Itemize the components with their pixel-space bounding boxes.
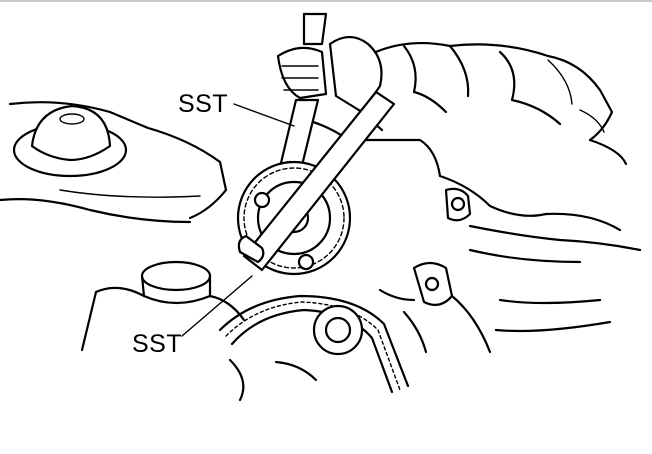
strut-mount bbox=[0, 101, 228, 224]
leader-top bbox=[233, 103, 295, 127]
sst-label-top: SST bbox=[178, 90, 229, 118]
leader-bottom bbox=[181, 275, 253, 337]
callout-leaders bbox=[181, 103, 295, 337]
sst-wrench-lower bbox=[237, 90, 396, 272]
tensioner-bracket bbox=[378, 261, 492, 354]
top-divider bbox=[0, 0, 652, 2]
reservoir-cap bbox=[80, 260, 246, 352]
sst-label-bottom: SST bbox=[132, 330, 183, 358]
hand-upper bbox=[276, 35, 383, 114]
timing-belt bbox=[218, 294, 410, 402]
